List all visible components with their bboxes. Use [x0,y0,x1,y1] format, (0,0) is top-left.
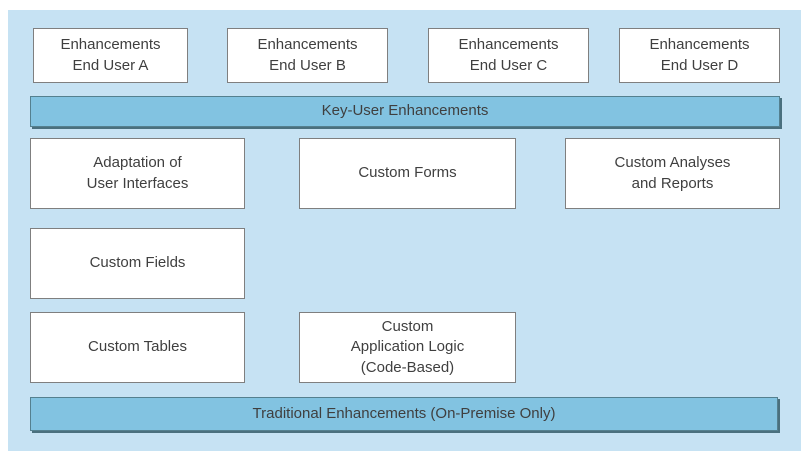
box-custom-application-logic: Custom Application Logic (Code-Based) [299,312,516,383]
extensibility-diagram-panel: Enhancements End User A Enhancements End… [8,10,801,451]
box-adaptation-of-user-interfaces: Adaptation of User Interfaces [30,138,245,209]
band-key-user-enhancements: Key-User Enhancements [30,96,780,127]
box-custom-tables: Custom Tables [30,312,245,383]
box-enhancements-end-user-c: Enhancements End User C [428,28,589,83]
box-enhancements-end-user-d: Enhancements End User D [619,28,780,83]
box-enhancements-end-user-a: Enhancements End User A [33,28,188,83]
box-enhancements-end-user-b: Enhancements End User B [227,28,388,83]
band-traditional-enhancements: Traditional Enhancements (On-Premise Onl… [30,397,778,431]
box-custom-forms: Custom Forms [299,138,516,209]
box-custom-analyses-and-reports: Custom Analyses and Reports [565,138,780,209]
box-custom-fields: Custom Fields [30,228,245,299]
